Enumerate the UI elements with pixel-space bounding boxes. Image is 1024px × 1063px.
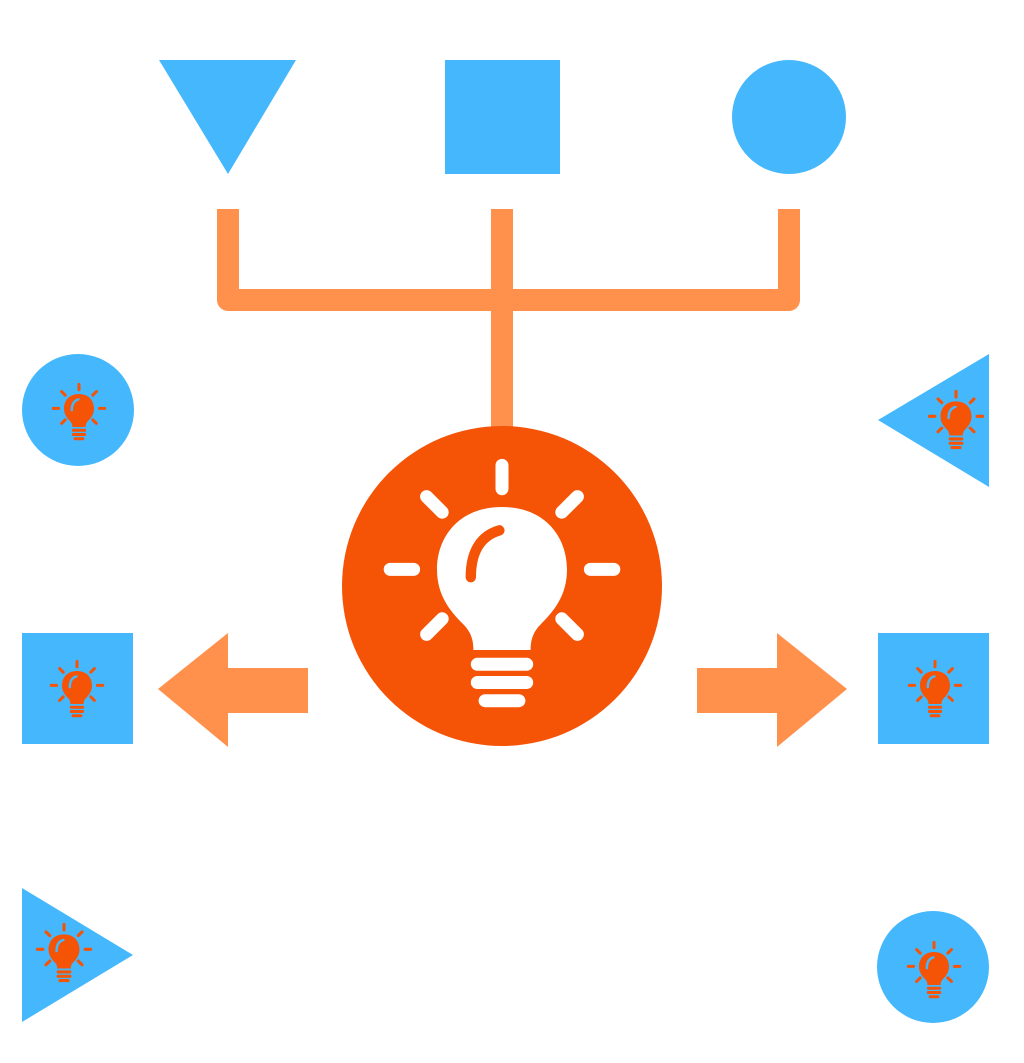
right-arrow	[697, 633, 847, 747]
side-node-right-circle	[877, 911, 989, 1023]
connector-left-branch	[217, 209, 502, 311]
side-node-right-square	[878, 633, 989, 744]
central-node	[342, 426, 662, 746]
merge-connector	[217, 209, 800, 440]
top-square-shape	[445, 60, 560, 174]
side-node-left-triangle	[22, 888, 133, 1022]
connector-right-branch	[502, 209, 800, 311]
side-node-right-triangle	[878, 354, 989, 487]
top-shapes-group	[159, 60, 846, 174]
side-node-left-square	[22, 633, 133, 744]
left-arrow	[158, 633, 308, 747]
top-triangle-shape	[159, 60, 296, 174]
top-circle-shape	[732, 60, 846, 174]
side-node-left-circle	[22, 354, 134, 466]
